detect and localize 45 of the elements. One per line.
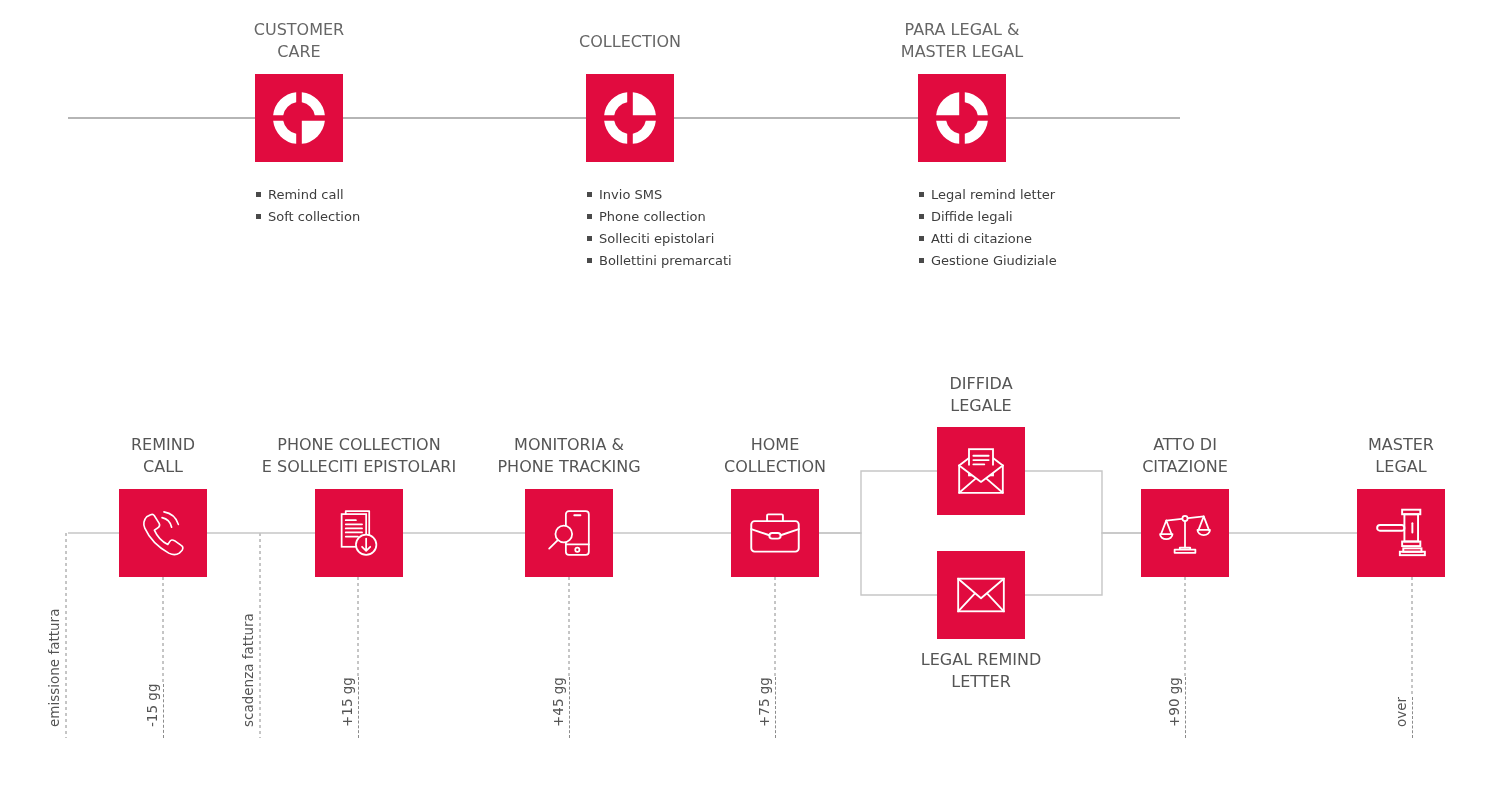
connector-line <box>206 532 316 534</box>
step-title: MONITORIA & PHONE TRACKING <box>497 434 641 478</box>
bullet-text: Gestione Giudiziale <box>931 251 1057 269</box>
step-title: LEGAL REMIND LETTER <box>920 649 1042 693</box>
bullet-text: Phone collection <box>599 207 706 225</box>
connector-line <box>67 532 120 534</box>
step-title: COLLECTION <box>579 31 681 53</box>
bullet-text: Bollettini premarcati <box>599 251 732 269</box>
step-title: CUSTOMER CARE <box>253 19 345 63</box>
day-offset-label: -15 gg <box>143 683 164 738</box>
leader-line <box>357 576 359 678</box>
connector-line <box>1005 117 1181 119</box>
bullet-text: Atti di citazione <box>931 229 1033 247</box>
connector-line <box>612 532 732 534</box>
leader-line <box>1184 576 1186 678</box>
connector-line <box>673 117 919 119</box>
bullet-text: Diffide legali <box>931 207 1013 225</box>
connector-line <box>1024 532 1142 596</box>
timeline-label: emissione fattura <box>46 608 63 727</box>
connector-line <box>342 117 587 119</box>
timeline-label: scadenza fattura <box>240 613 257 727</box>
step-title: ATTO DI CITAZIONE <box>1142 434 1228 478</box>
bullet-text: Soft collection <box>268 207 361 225</box>
connector-line <box>1228 532 1358 534</box>
day-offset-label: +15 gg <box>338 677 359 738</box>
connector-line <box>67 117 256 119</box>
day-offset-label: +90 gg <box>1165 677 1186 738</box>
step-title: DIFFIDA LEGALE <box>949 373 1013 417</box>
connector-line <box>818 532 938 596</box>
step-title: HOME COLLECTION <box>724 434 826 478</box>
step-title: PARA LEGAL & MASTER LEGAL <box>900 19 1024 63</box>
step-title: REMIND CALL <box>131 434 195 478</box>
leader-line <box>162 576 164 684</box>
connector-line <box>402 532 526 534</box>
bullet-text: Remind call <box>268 185 344 203</box>
bullet-text: Solleciti epistolari <box>599 229 715 247</box>
step-title: PHONE COLLECTION E SOLLECITI EPISTOLARI <box>261 434 457 478</box>
step-title: MASTER LEGAL <box>1368 434 1434 478</box>
bullet-text: Invio SMS <box>599 185 663 203</box>
day-offset-label: +45 gg <box>549 677 570 738</box>
bullet-text: Legal remind letter <box>931 185 1056 203</box>
day-offset-label: over <box>1392 696 1413 738</box>
leader-line <box>774 576 776 678</box>
leader-line <box>568 576 570 678</box>
day-offset-label: +75 gg <box>755 677 776 738</box>
